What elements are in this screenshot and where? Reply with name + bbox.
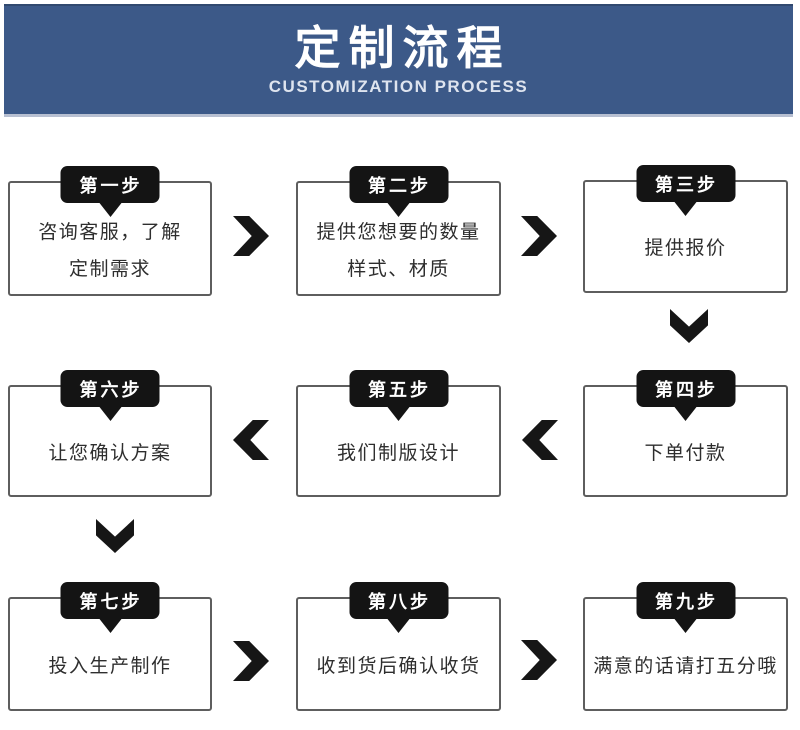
step-box-8: 第八步 收到货后确认收货 bbox=[296, 582, 501, 711]
tag-pointer-icon bbox=[99, 203, 121, 217]
step-text-line: 满意的话请打五分哦 bbox=[593, 655, 778, 677]
step-tag-label: 第六步 bbox=[79, 380, 143, 400]
step-text-line: 收到货后确认收货 bbox=[316, 655, 481, 677]
step-tag-label: 第三步 bbox=[655, 175, 718, 195]
step-box-9: 第九步 满意的话请打五分哦 bbox=[583, 582, 788, 711]
step-text-line: 我们制版设计 bbox=[336, 442, 460, 464]
banner-subtitle: CUSTOMIZATION PROCESS bbox=[268, 76, 529, 96]
step-tag-9: 第九步 bbox=[636, 582, 735, 633]
step-tag-4: 第四步 bbox=[636, 370, 735, 421]
tag-pointer-icon bbox=[674, 407, 697, 421]
step-box-5: 第五步 我们制版设计 bbox=[296, 370, 501, 497]
step-box-7: 第七步 投入生产制作 bbox=[8, 582, 212, 711]
arrow-left-icon bbox=[233, 420, 269, 460]
tag-pointer-icon bbox=[674, 202, 697, 216]
step-text-line: 咨询客服，了解 bbox=[38, 221, 182, 243]
tag-pointer-icon bbox=[387, 619, 410, 633]
step-tag-label: 第七步 bbox=[79, 592, 143, 612]
step-tag-8: 第八步 bbox=[349, 582, 448, 633]
step-tag-label: 第四步 bbox=[655, 380, 718, 400]
banner-title: 定制流程 bbox=[294, 22, 511, 75]
arrow-right-icon bbox=[233, 641, 269, 681]
arrow-right-icon bbox=[233, 216, 269, 256]
step-box-2: 第二步 提供您想要的数量 样式、材质 bbox=[296, 166, 501, 296]
step-tag-2: 第二步 bbox=[349, 166, 448, 217]
step-tag-1: 第一步 bbox=[60, 166, 160, 217]
step-text-line: 投入生产制作 bbox=[48, 655, 172, 677]
step-text-line: 提供报价 bbox=[644, 238, 727, 259]
step-box-3: 第三步 提供报价 bbox=[583, 165, 788, 293]
step-box-4: 第四步 下单付款 bbox=[583, 370, 788, 497]
step-tag-7: 第七步 bbox=[60, 582, 160, 633]
step-tag-label: 第八步 bbox=[368, 592, 431, 612]
arrow-right-icon bbox=[521, 640, 557, 680]
tag-pointer-icon bbox=[674, 619, 697, 633]
step-tag-label: 第一步 bbox=[79, 176, 143, 196]
arrow-down-icon bbox=[670, 309, 708, 343]
step-box-1: 第一步 咨询客服，了解 定制需求 bbox=[8, 166, 212, 296]
step-text-line: 提供您想要的数量 bbox=[316, 221, 481, 243]
step-box-6: 第六步 让您确认方案 bbox=[8, 370, 212, 497]
tag-pointer-icon bbox=[99, 619, 121, 633]
step-text-line: 样式、材质 bbox=[347, 258, 450, 280]
step-text-line: 下单付款 bbox=[644, 442, 727, 464]
step-tag-5: 第五步 bbox=[349, 370, 448, 421]
arrow-down-icon bbox=[96, 519, 134, 553]
step-tag-6: 第六步 bbox=[60, 370, 160, 421]
tag-pointer-icon bbox=[387, 203, 410, 217]
tag-pointer-icon bbox=[387, 407, 410, 421]
step-tag-label: 第二步 bbox=[368, 176, 431, 196]
arrow-left-icon bbox=[522, 420, 558, 460]
step-text-line: 定制需求 bbox=[68, 258, 151, 280]
tag-pointer-icon bbox=[99, 407, 121, 421]
banner: 定制流程 CUSTOMIZATION PROCESS bbox=[4, 4, 793, 117]
step-tag-label: 第九步 bbox=[655, 592, 718, 612]
step-text-line: 让您确认方案 bbox=[48, 442, 172, 464]
step-tag-label: 第五步 bbox=[368, 380, 431, 400]
step-tag-3: 第三步 bbox=[636, 165, 735, 216]
arrow-right-icon bbox=[521, 216, 557, 256]
